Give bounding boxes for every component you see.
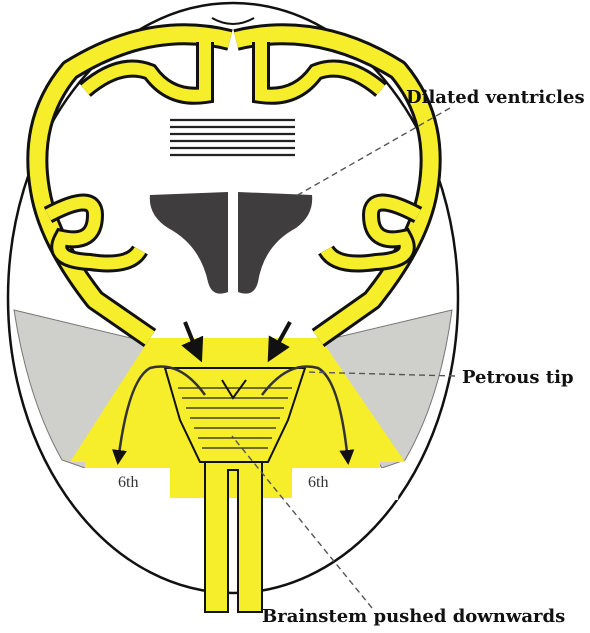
label-brainstem: Brainstem pushed downwards bbox=[262, 606, 565, 627]
nerve-label-left: 6th bbox=[118, 474, 138, 491]
skull-outline bbox=[8, 3, 458, 593]
nerve-label-right: 6th bbox=[308, 474, 328, 491]
label-dilated-ventricles: Dilated ventricles bbox=[406, 87, 585, 108]
label-petrous-tip: Petrous tip bbox=[462, 367, 574, 388]
